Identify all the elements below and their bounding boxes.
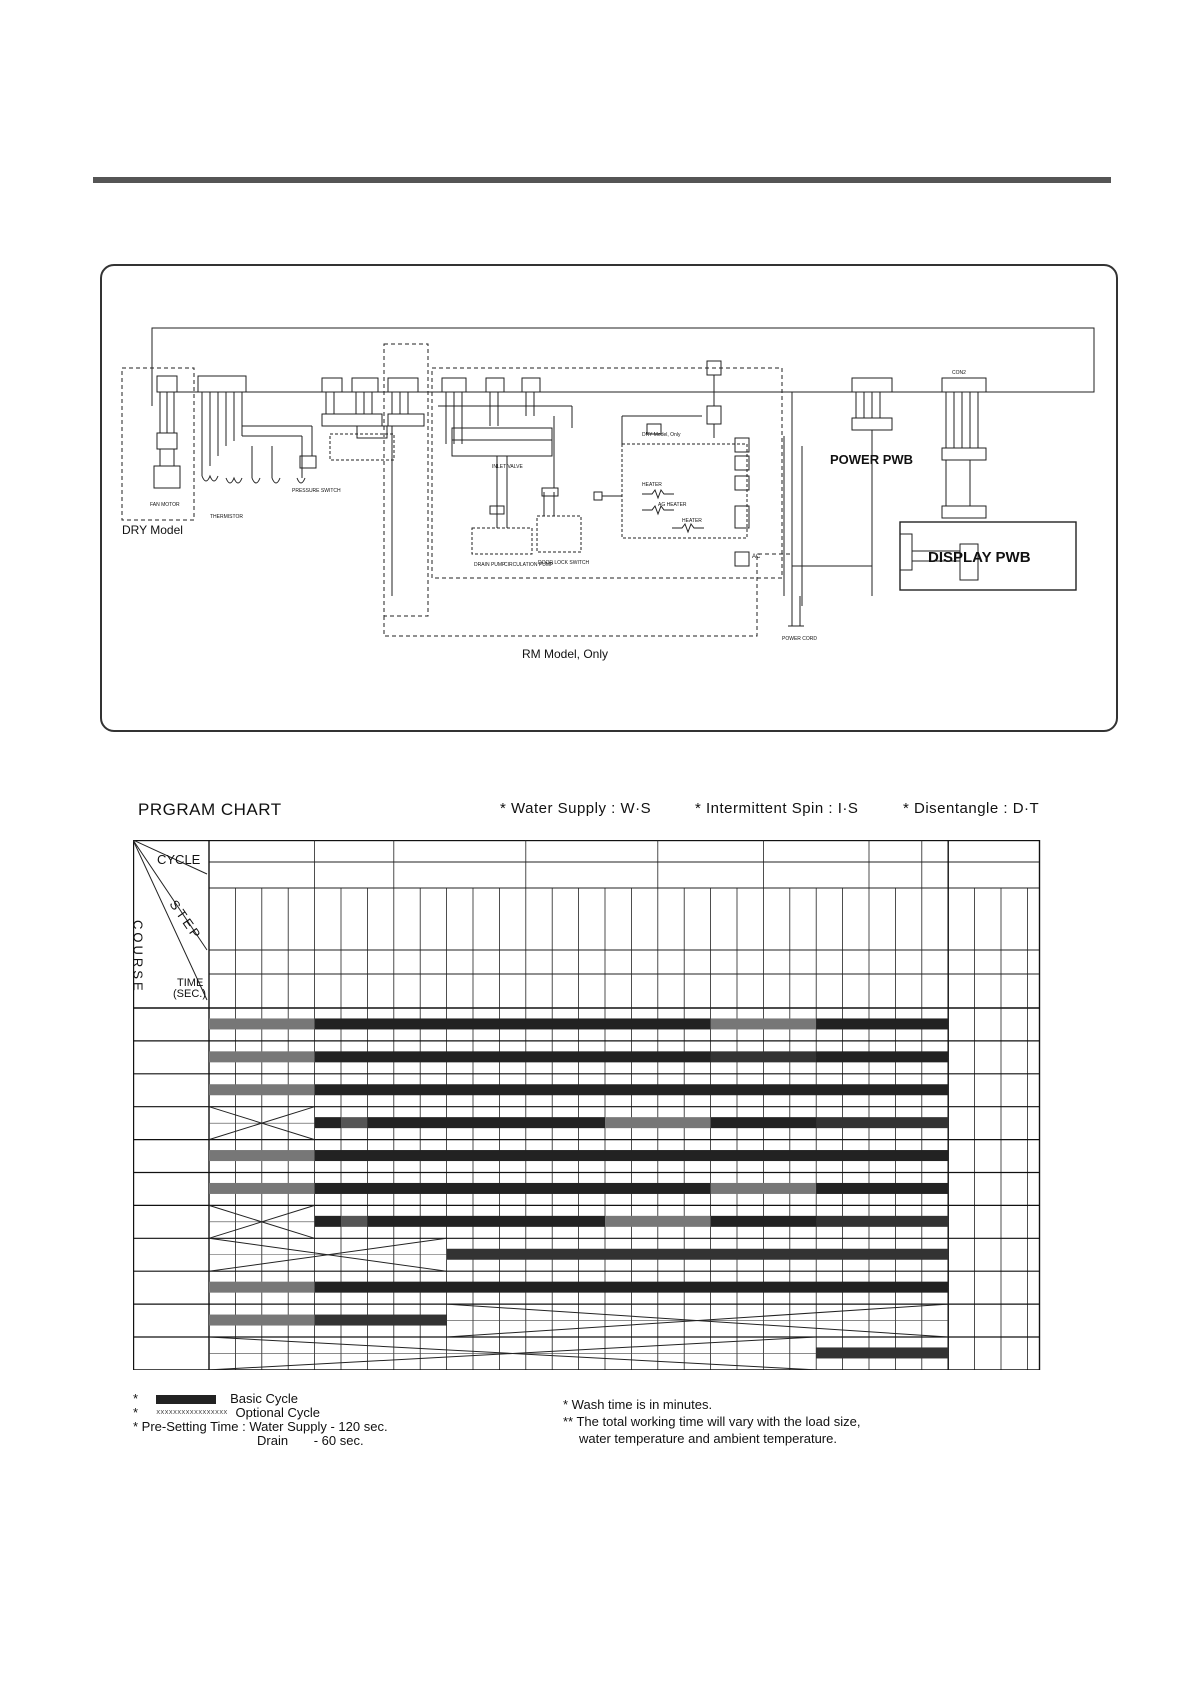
not-applicable-cross (208, 1204, 315, 1239)
cycle-bar (209, 1084, 315, 1096)
not-applicable-cross (446, 1303, 949, 1338)
cycle-bar (209, 1018, 315, 1030)
cycle-bar (314, 1281, 949, 1293)
corner-cycle: CYCLE (157, 852, 201, 867)
cycle-bar (605, 1215, 711, 1227)
abbr-intermittent-spin: * Intermittent Spin : I·S (695, 800, 859, 817)
cycle-bar (314, 1314, 447, 1326)
dry-model-only-label: DRY Model, Only (642, 432, 681, 438)
cycle-bar (710, 1117, 817, 1129)
cycle-bar (209, 1314, 315, 1326)
program-chart: CYCLE STEP COURSE TIME (SEC.) (133, 840, 1041, 1370)
chart-bars (209, 1018, 949, 1359)
rm-model-label: RM Model, Only (522, 647, 608, 661)
cycle-bar (314, 1150, 949, 1162)
con2-label: CON2 (952, 370, 966, 376)
wash-time-note: * Wash time is in minutes. (563, 1397, 713, 1412)
basic-cycle-label: Basic Cycle (230, 1391, 298, 1406)
cycle-bar (816, 1215, 949, 1227)
cycle-bar (367, 1117, 605, 1129)
pressure-switch-label: PRESSURE SWITCH (292, 488, 341, 494)
chart-border (133, 840, 1041, 1370)
optional-cycle-swatch: xxxxxxxxxxxxxxxxx (156, 1409, 228, 1417)
ac-label: AC (752, 554, 761, 560)
working-time-note-1: ** The total working time will vary with… (563, 1414, 861, 1429)
optional-cycle-label: Optional Cycle (235, 1405, 321, 1420)
cycle-bar (314, 1215, 341, 1227)
not-applicable-cross (208, 1336, 817, 1370)
corner-time: TIME (177, 977, 203, 989)
cycle-bar (209, 1150, 315, 1162)
chart-title: PRGRAM CHART (138, 800, 282, 819)
cycle-bar (314, 1182, 711, 1194)
wiring-diagram: DRY Model RM Model, Only POWER PWB DISPL… (100, 264, 1118, 732)
drain-pump-label: DRAIN PUMP (474, 562, 506, 568)
basic-cycle-swatch (156, 1394, 217, 1404)
dry-model-label: DRY Model (122, 523, 183, 537)
legend-notes: * Basic Cycle * xxxxxxxxxxxxxxxxx Option… (133, 1392, 553, 1448)
thermistor-label: THERMISTOR (210, 514, 243, 520)
cycle-bar (605, 1117, 711, 1129)
power-cord-label: POWER CORD (782, 636, 817, 642)
inlet-valve-label: INLET VALVE (492, 464, 524, 470)
corner-step: STEP (167, 897, 206, 943)
cycle-bar (209, 1051, 315, 1063)
drain-label: Drain (257, 1433, 289, 1448)
cycle-bar (209, 1281, 315, 1293)
heater-label: HEATER (642, 482, 662, 488)
steam-heater-label: HEATER (682, 518, 702, 524)
wiring-diagram-canvas: DRY Model RM Model, Only POWER PWB DISPL… (121, 327, 1095, 661)
corner-course: COURSE (133, 920, 146, 994)
top-divider (93, 177, 1111, 183)
cycle-bar (816, 1182, 949, 1194)
chart-crosses (208, 1106, 949, 1370)
cycle-bar (341, 1117, 368, 1129)
display-pwb-label: DISPLAY PWB (928, 549, 1031, 566)
cycle-bar (446, 1248, 949, 1260)
cycle-bar (816, 1347, 949, 1359)
drain-value: - 60 sec. (313, 1433, 364, 1448)
abbr-disentangle: * Disentangle : D·T (903, 800, 1040, 817)
cycle-bar (314, 1084, 949, 1096)
time-notes: * Wash time is in minutes. ** The total … (563, 1396, 1123, 1447)
cycle-bar (710, 1182, 817, 1194)
fan-motor-label: FAN MOTOR (150, 502, 180, 508)
corner-diagonals (133, 840, 208, 1001)
cycle-bar (816, 1018, 949, 1030)
cycle-bar (710, 1018, 817, 1030)
cycle-bar (816, 1051, 949, 1063)
cycle-bar (367, 1215, 605, 1227)
working-time-note-2: water temperature and ambient temperatur… (579, 1431, 837, 1446)
door-lock-switch-label: DOOR LOCK SWITCH (538, 560, 590, 566)
cycle-bar (710, 1051, 817, 1063)
cycle-bar (314, 1018, 711, 1030)
not-applicable-cross (208, 1106, 315, 1141)
cycle-bar (209, 1182, 315, 1194)
corner-time-unit: (SEC.) (173, 988, 206, 1000)
circulation-pump-label: CIRCULATION PUMP (504, 562, 554, 568)
presetting-time: * Pre-Setting Time : Water Supply - 120 … (133, 1419, 388, 1434)
cycle-bar (341, 1215, 368, 1227)
cycle-bar (816, 1117, 949, 1129)
cycle-bar (314, 1051, 711, 1063)
ag-heater-label: AG HEATER (658, 502, 687, 508)
cycle-bar (710, 1215, 817, 1227)
abbr-water-supply: * Water Supply : W·S (500, 800, 652, 817)
power-pwb-label: POWER PWB (830, 452, 913, 467)
not-applicable-cross (208, 1237, 447, 1272)
cycle-bar (314, 1117, 341, 1129)
